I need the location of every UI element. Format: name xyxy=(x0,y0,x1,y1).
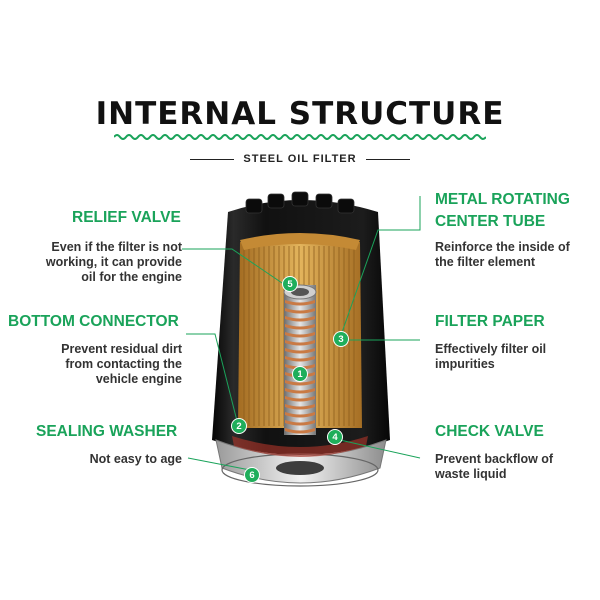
center-tube-title-line-1: METAL ROTATING xyxy=(435,191,570,208)
bottom-connector-desc-line-1: Prevent residual dirt xyxy=(61,342,182,356)
leader-lines xyxy=(182,196,421,471)
sealing-washer-desc-line-1: Not easy to age xyxy=(89,452,182,466)
tube-coil xyxy=(285,380,315,386)
sealing-washer-desc: Not easy to age xyxy=(26,452,182,467)
filter-paper-desc-line-2: impurities xyxy=(435,357,495,371)
title-wave-underline xyxy=(114,134,486,140)
check-valve-desc-line-2: waste liquid xyxy=(435,467,507,481)
relief-valve-desc-line-3: oil for the engine xyxy=(81,270,182,284)
tube-coil xyxy=(285,300,315,306)
filter-paper-title: FILTER PAPER xyxy=(435,313,545,330)
top-inner-cap xyxy=(240,233,360,250)
tube-coil xyxy=(285,428,315,434)
tube-coil xyxy=(285,396,315,402)
relief-valve-title: RELIEF VALVE xyxy=(72,209,181,226)
tube-coil xyxy=(285,316,315,322)
bottom-connector-desc-line-3: vehicle engine xyxy=(95,372,182,386)
badge-3-filter-paper: 3 xyxy=(333,331,349,347)
relief-valve-desc: Even if the filter is not working, it ca… xyxy=(26,240,182,285)
center-tube-desc: Reinforce the inside of the filter eleme… xyxy=(435,240,595,270)
bottom-connector-desc: Prevent residual dirt from contacting th… xyxy=(26,342,182,387)
center-tube-desc-line-1: Reinforce the inside of xyxy=(435,240,570,254)
tube-coil xyxy=(285,348,315,354)
filter-paper-desc: Effectively filter oil impurities xyxy=(435,342,595,372)
tube-coil xyxy=(285,388,315,394)
can-top-ridges xyxy=(245,191,355,214)
bottom-connector-desc-line-2: from contacting the xyxy=(65,357,182,371)
sealing-washer-title: SEALING WASHER xyxy=(36,423,178,440)
tube-coil xyxy=(285,332,315,338)
badge-5-relief-valve: 5 xyxy=(282,276,298,292)
tube-coil xyxy=(285,340,315,346)
tube-coil xyxy=(285,420,315,426)
subtitle-rule-right xyxy=(365,158,410,160)
badge-1-center-tube: 1 xyxy=(292,366,308,382)
badge-2-bottom-connector: 2 xyxy=(231,418,247,434)
center-tube-desc-line-2: the filter element xyxy=(435,255,536,269)
page-title: INTERNAL STRUCTURE xyxy=(95,96,505,132)
subtitle-row: STEEL OIL FILTER xyxy=(190,150,410,168)
check-valve-desc: Prevent backflow of waste liquid xyxy=(435,452,595,482)
bottom-connector-title: BOTTOM CONNECTOR xyxy=(8,313,179,330)
badge-4-check-valve: 4 xyxy=(327,429,343,445)
metal-center-tube xyxy=(283,284,317,435)
tube-coil xyxy=(285,356,315,362)
check-valve-title: CHECK VALVE xyxy=(435,423,544,440)
subtitle: STEEL OIL FILTER xyxy=(243,153,357,165)
check-valve-desc-line-1: Prevent backflow of xyxy=(435,452,554,466)
badge-6-sealing-washer: 6 xyxy=(244,467,260,483)
relief-valve-desc-line-1: Even if the filter is not xyxy=(51,240,182,254)
tube-coil xyxy=(285,404,315,410)
filter-paper-desc-line-1: Effectively filter oil xyxy=(435,342,547,356)
tube-coil xyxy=(285,412,315,418)
subtitle-rule-left xyxy=(190,158,235,160)
relief-valve-desc-line-2: working, it can provide xyxy=(45,255,182,269)
center-tube-title-line-2: CENTER TUBE xyxy=(435,213,546,230)
tube-coil xyxy=(285,308,315,314)
tube-coil xyxy=(285,324,315,330)
